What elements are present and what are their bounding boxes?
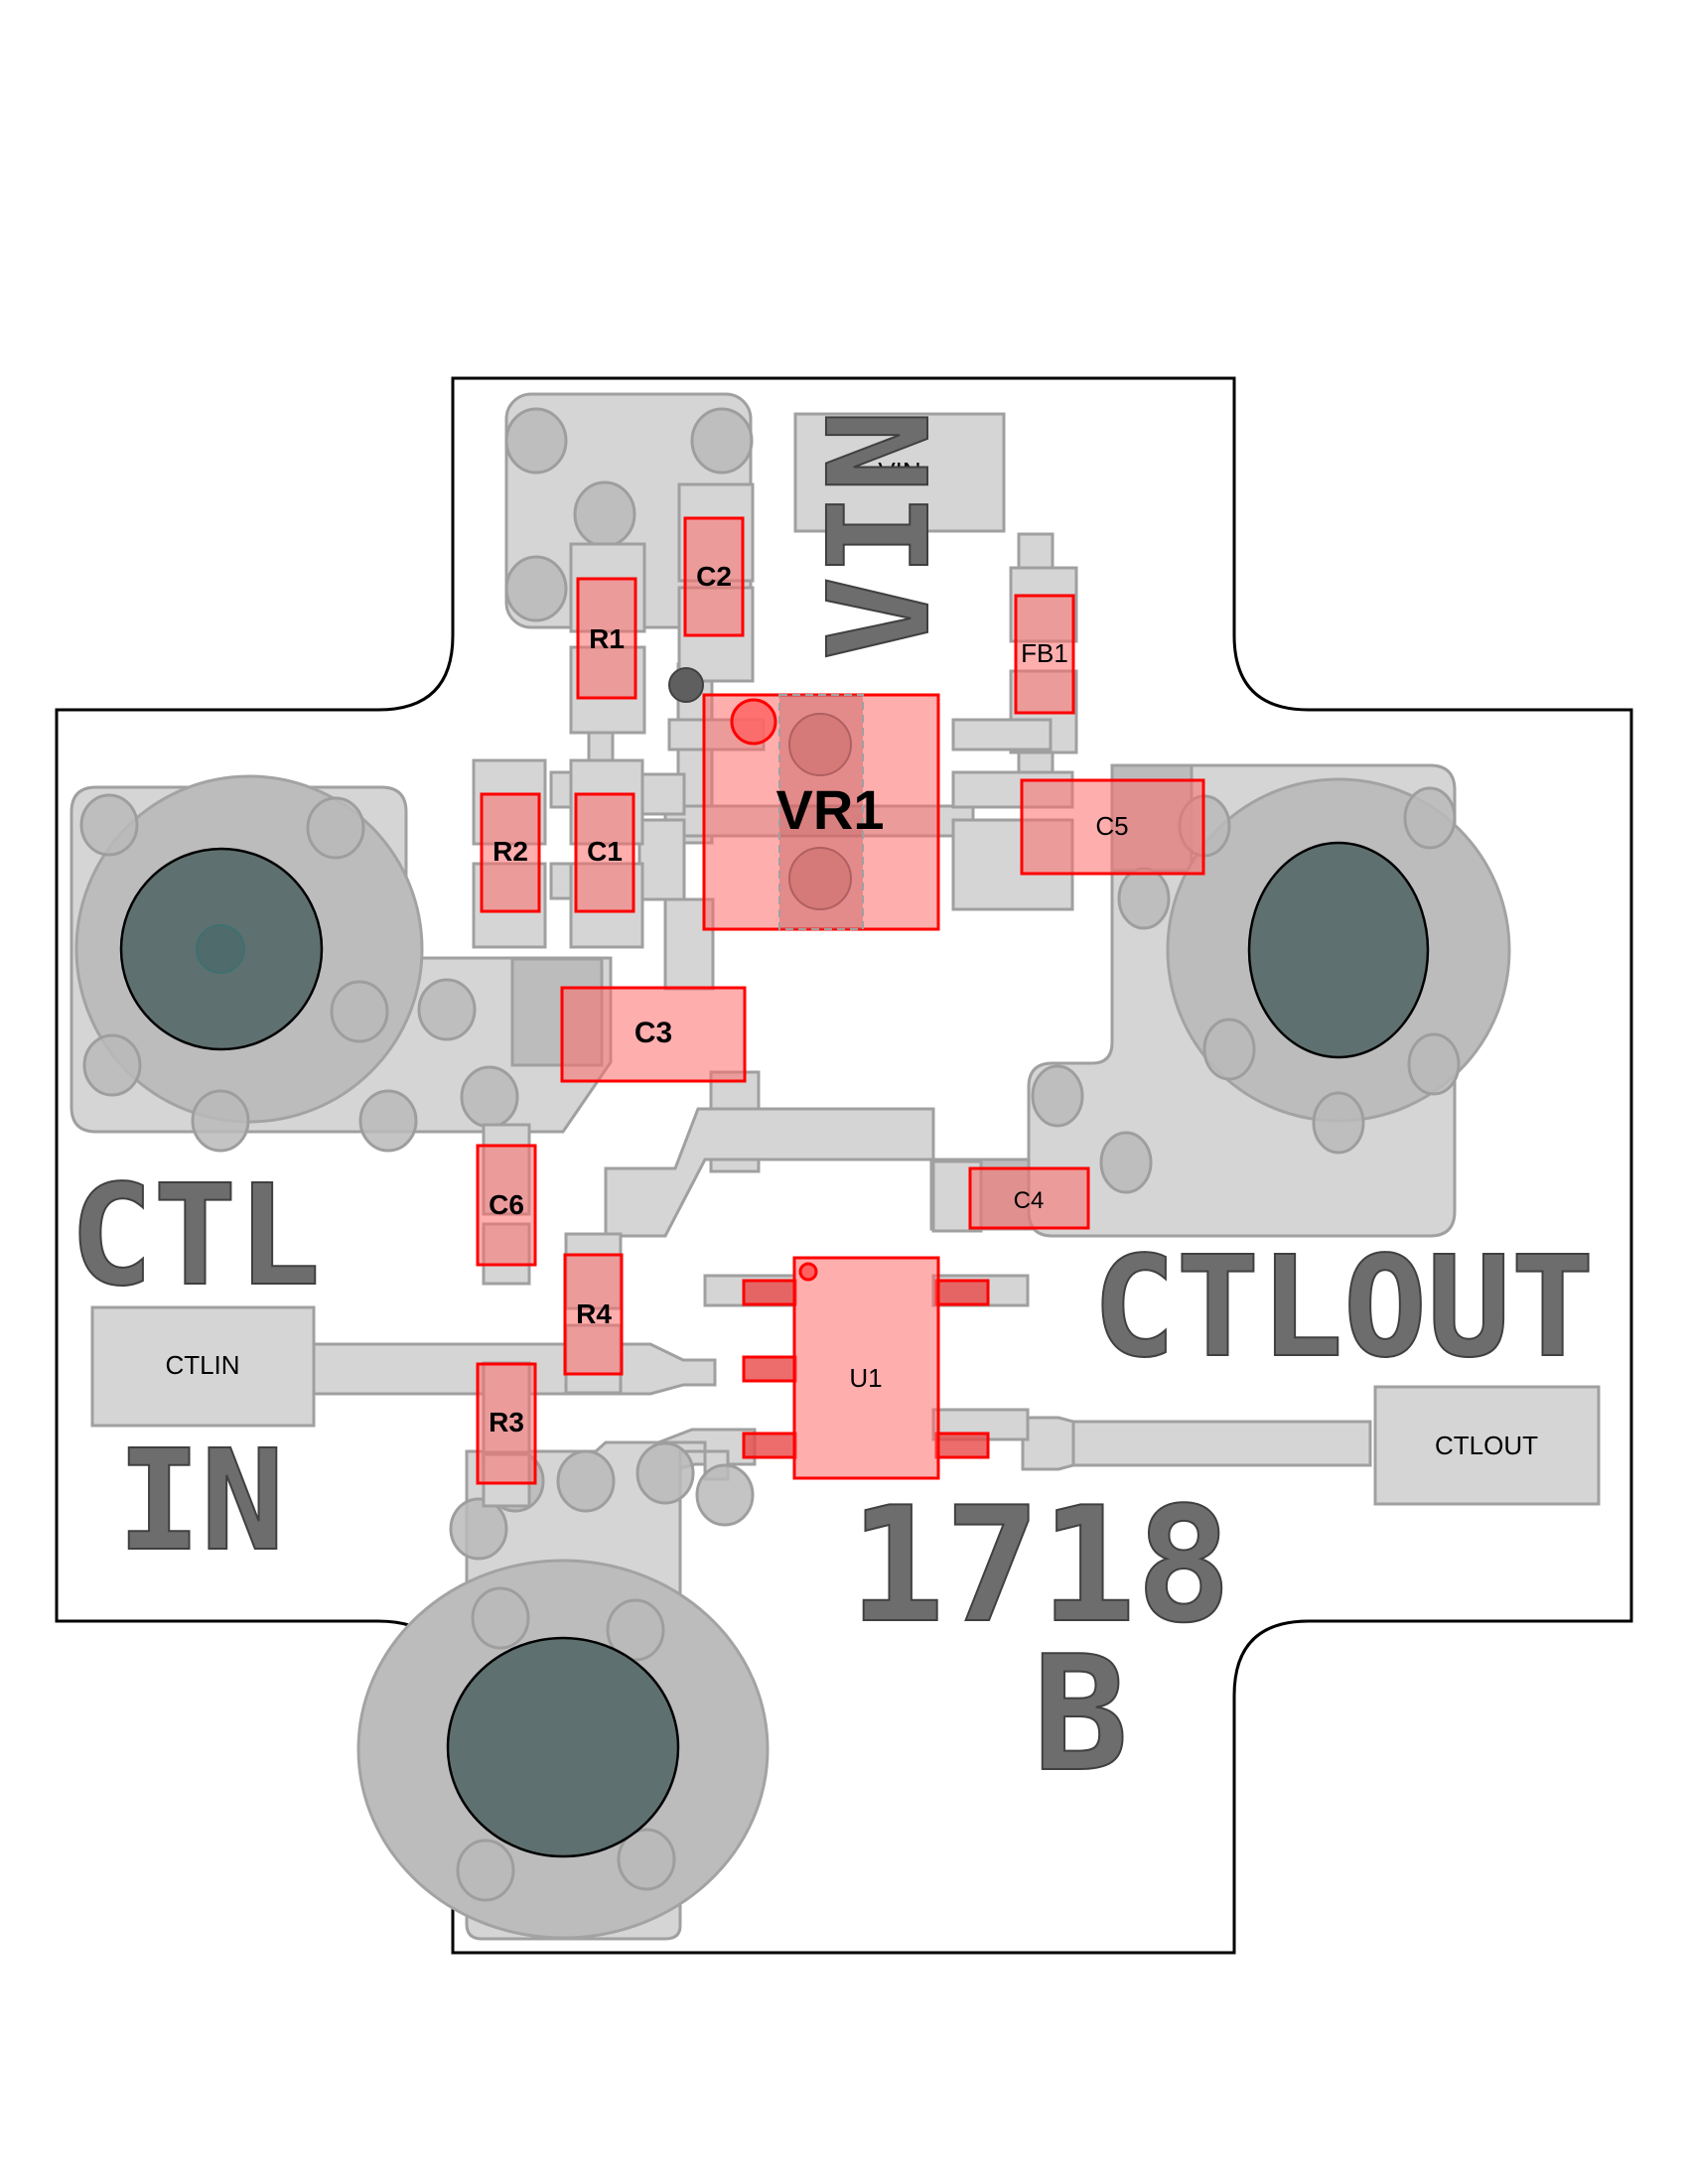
ref-r1: R1	[589, 623, 625, 654]
bottom-connector-footprint	[356, 1440, 770, 1941]
silkscreen: VIN CTL IN CTLOUT 1718 B	[69, 408, 1596, 1808]
ref-c6: C6	[489, 1189, 524, 1220]
board-outline	[55, 376, 1633, 1955]
ref-c1: C1	[587, 836, 623, 867]
component-c1[interactable]: C1	[574, 792, 635, 913]
silk-in: IN	[117, 1421, 285, 1582]
ref-u1: U1	[849, 1363, 882, 1393]
ctlout-pad[interactable]: CTLOUT	[1373, 1385, 1601, 1506]
ctlin-pad[interactable]: CTLIN	[90, 1305, 316, 1428]
component-r4[interactable]: R4	[563, 1253, 624, 1376]
component-vr1[interactable]: VR1	[702, 693, 940, 931]
component-c3[interactable]: C3	[560, 986, 747, 1083]
silk-revision: B	[1033, 1621, 1128, 1807]
ctlin-pad-label: CTLIN	[165, 1350, 239, 1380]
silk-vin: VIN	[799, 409, 961, 660]
ref-c2: C2	[696, 561, 732, 592]
ctlout-pad-label: CTLOUT	[1435, 1431, 1538, 1460]
vin-pad[interactable]: VIN	[793, 412, 1006, 533]
component-u1[interactable]: U1	[742, 1256, 990, 1480]
ref-c3: C3	[634, 1017, 672, 1049]
ref-r2: R2	[492, 836, 528, 867]
ref-c4: C4	[1014, 1187, 1045, 1214]
component-c5[interactable]: C5	[1020, 778, 1205, 876]
ref-vr1: VR1	[776, 778, 885, 841]
silk-ctl: CTL	[70, 1156, 321, 1317]
component-fb1[interactable]: FB1	[1014, 594, 1075, 715]
component-c4[interactable]: C4	[968, 1166, 1090, 1230]
silk-board-number: 1718	[849, 1472, 1231, 1658]
component-r1[interactable]: R1	[576, 577, 637, 700]
pin1-marker-icon	[730, 698, 777, 746]
component-c2[interactable]: C2	[683, 516, 745, 637]
component-r2[interactable]: R2	[480, 792, 541, 913]
vin-pad-label: VIN	[878, 457, 920, 486]
left-connector-footprint	[70, 774, 613, 1153]
ref-c5: C5	[1095, 811, 1128, 841]
silk-ctlout: CTLOUT	[1092, 1227, 1595, 1389]
component-r3[interactable]: R3	[476, 1362, 537, 1485]
ref-r3: R3	[489, 1407, 524, 1437]
pin1-marker-icon	[798, 1262, 818, 1282]
component-c6[interactable]: C6	[476, 1144, 537, 1267]
test-point-icon	[668, 667, 704, 703]
ref-r4: R4	[576, 1298, 612, 1329]
ref-fb1: FB1	[1021, 638, 1068, 668]
